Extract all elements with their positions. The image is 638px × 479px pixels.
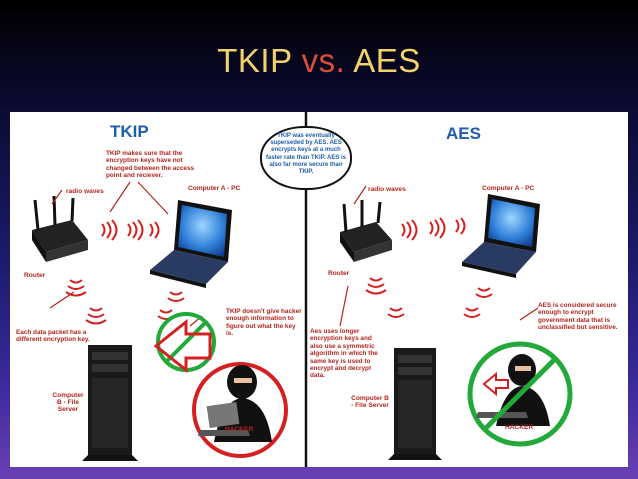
tkip-computer-a-label: Computer A - PC bbox=[188, 185, 241, 192]
tkip-heading: TKIP bbox=[110, 122, 149, 141]
aes-server-icon bbox=[388, 348, 442, 460]
tkip-radio-waves-label: radio waves bbox=[66, 188, 104, 195]
title-right: AES bbox=[353, 42, 421, 79]
tkip-radio-waves bbox=[65, 219, 185, 325]
diagram-graphics bbox=[32, 112, 573, 467]
aes-hacker-blocked-icon bbox=[467, 341, 573, 447]
aes-laptop-icon bbox=[462, 194, 540, 278]
aes-radio-waves bbox=[365, 217, 493, 318]
slide-title: TKIP vs. AES bbox=[0, 42, 638, 80]
aes-heading: AES bbox=[446, 124, 481, 143]
title-left: TKIP bbox=[217, 42, 292, 79]
diagram-panel: TKIP was eventually superseded by AES. A… bbox=[10, 112, 628, 467]
aes-computer-a-label: Computer A - PC bbox=[482, 185, 535, 192]
aes-router-icon bbox=[340, 200, 392, 262]
tkip-packet-key-note: Each data packet has a different encrypt… bbox=[16, 329, 90, 344]
tkip-laptop-icon bbox=[150, 200, 232, 288]
aes-hacker-label: HACKER bbox=[505, 424, 534, 431]
aes-computer-b-label: Computer B - File Server bbox=[351, 395, 389, 409]
tkip-key-check-note: TKIP makes sure that the encryption keys… bbox=[106, 150, 195, 180]
aes-key-length-note: Aes uses longer encryption keys and also… bbox=[310, 328, 378, 380]
tkip-hacker-label: HACKER bbox=[225, 426, 254, 433]
aes-secure-note: AES is considered secure enough to encry… bbox=[538, 302, 618, 332]
tkip-block-symbol-icon bbox=[153, 312, 216, 374]
tkip-router-label: Router bbox=[24, 272, 46, 279]
tkip-hacker-note: TKIP doesn't give hacker enough informat… bbox=[226, 308, 302, 338]
tkip-hacker-icon bbox=[192, 362, 288, 458]
aes-radio-waves-label: radio waves bbox=[368, 186, 406, 193]
tkip-router-icon bbox=[32, 195, 88, 262]
center-comparison-note: TKIP was eventually superseded by AES. A… bbox=[260, 126, 352, 190]
tkip-computer-b-label: Computer B - File Server bbox=[52, 392, 84, 413]
title-vs: vs. bbox=[301, 42, 346, 79]
aes-router-label: Router bbox=[328, 270, 350, 277]
tkip-server-icon bbox=[82, 345, 138, 461]
